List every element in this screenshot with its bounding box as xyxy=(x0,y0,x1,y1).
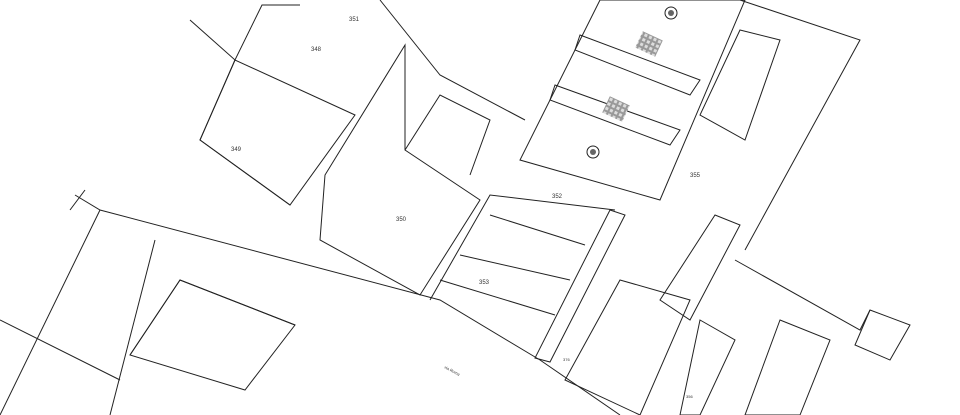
building-hatched xyxy=(129,29,911,415)
parcel-label-356: 356 xyxy=(686,394,693,399)
parcel-label-350: 350 xyxy=(396,217,407,223)
parcel-label-349: 349 xyxy=(231,147,242,153)
parcel-label-351: 351 xyxy=(349,17,360,23)
street-label: via Roma xyxy=(444,364,462,377)
parcel-boundaries xyxy=(0,0,871,415)
parcel-label-348: 348 xyxy=(311,47,322,53)
parcel-label-352: 352 xyxy=(552,194,563,200)
stairs-icon xyxy=(602,96,630,122)
stairs-icon xyxy=(635,31,663,57)
paved-courtyard xyxy=(519,0,746,363)
stairway xyxy=(534,209,626,363)
parcel-label-376: 376 xyxy=(563,357,570,362)
parcel-label-353: 353 xyxy=(479,280,490,286)
parcel-label-355: 355 xyxy=(690,173,701,179)
